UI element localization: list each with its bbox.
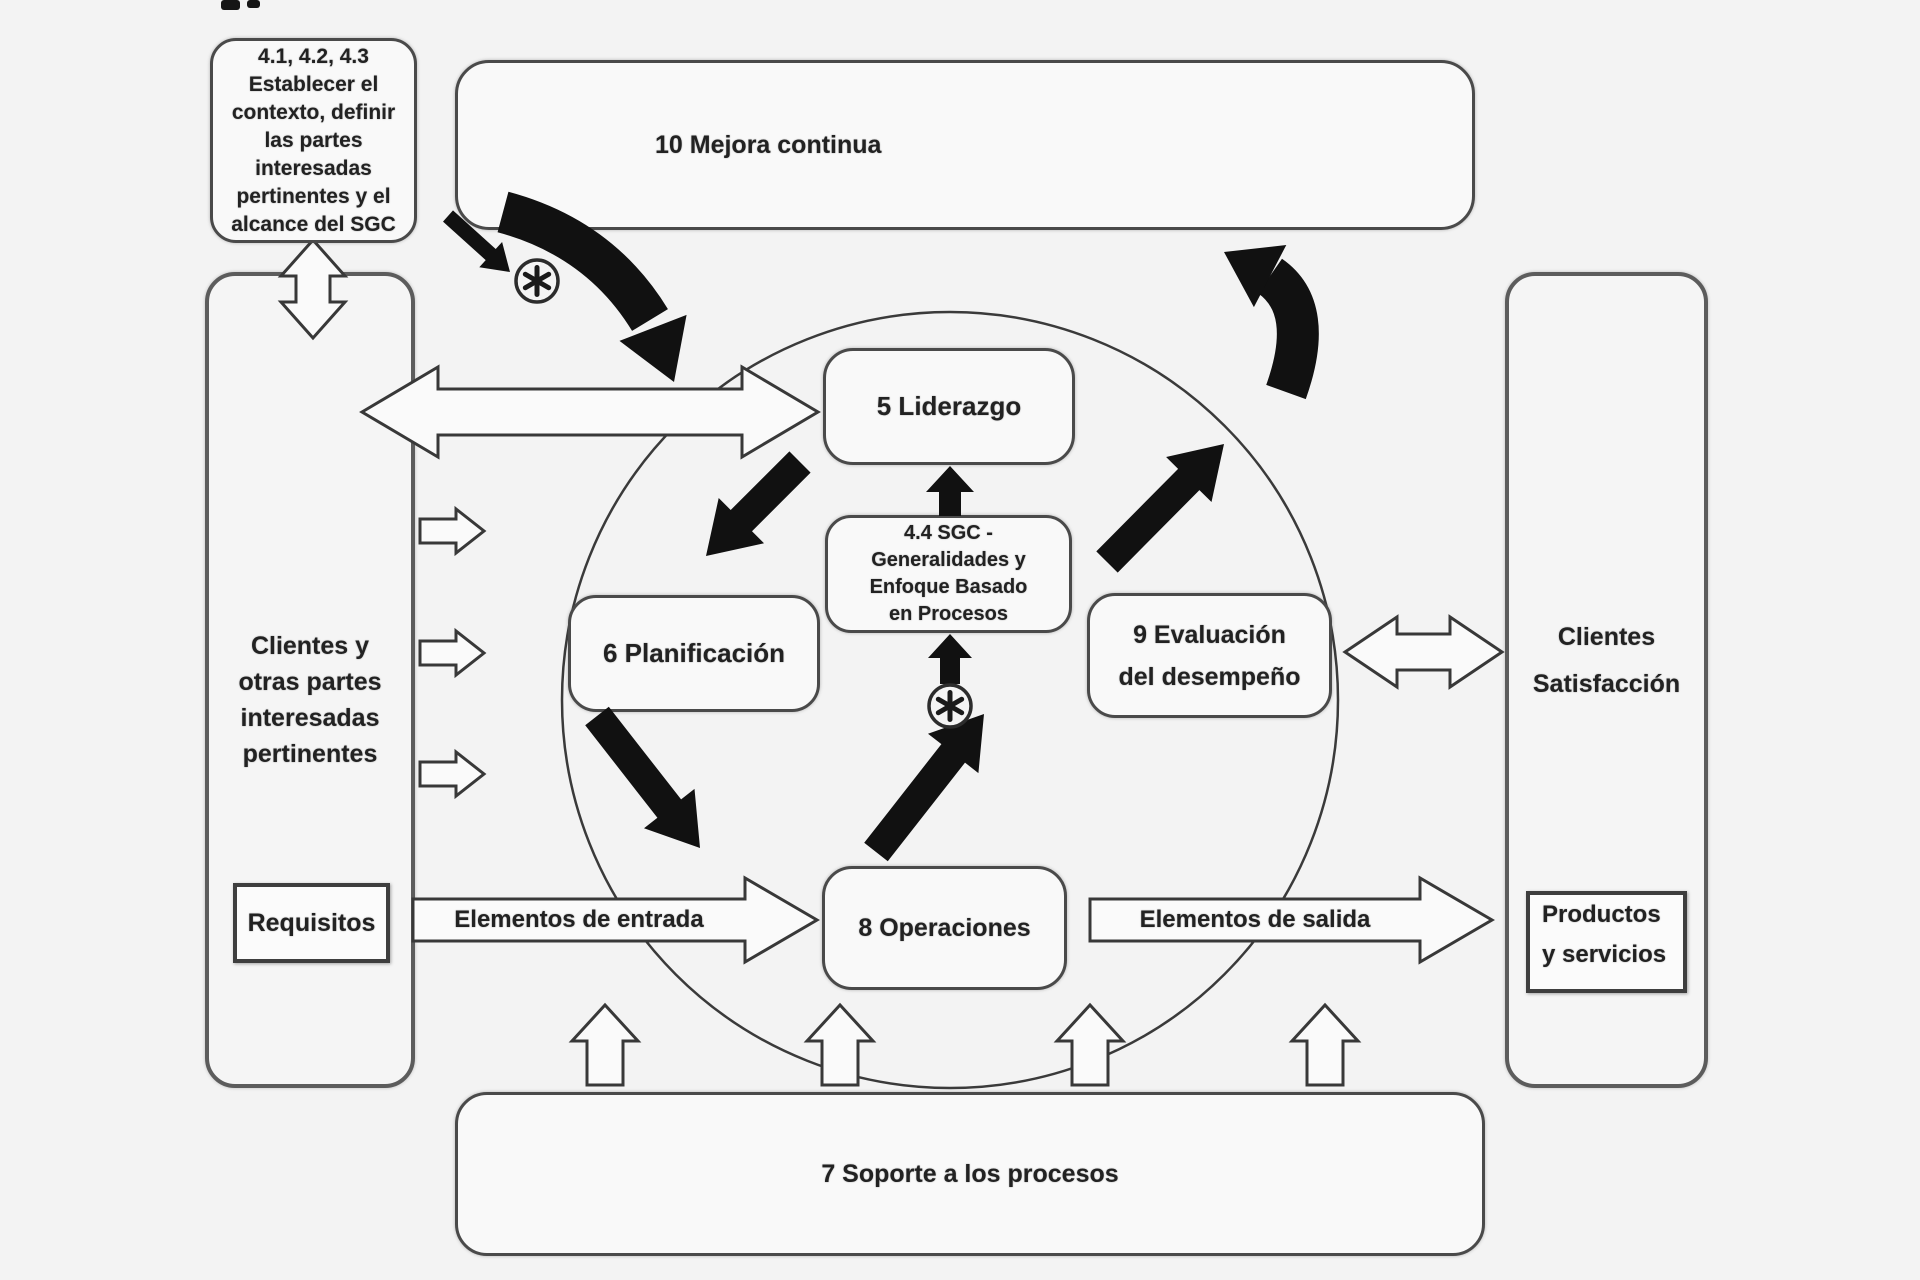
planning-label: 6 Planificación — [602, 638, 786, 668]
leadership-box: 5 Liderazgo — [823, 348, 1075, 465]
evaluation-to-satisfaction-double-arrow — [1342, 614, 1505, 690]
leadership-label: 5 Liderazgo — [876, 391, 1022, 421]
clients-to-leadership-double-arrow — [359, 364, 821, 460]
support-up-arrow-1 — [568, 1002, 642, 1087]
context-scope-box: 4.1, 4.2, 4.3 Establecer el contexto, de… — [210, 38, 417, 243]
right-column-label: Clientes Satisfacción — [1532, 623, 1681, 698]
circled-asterisk-marker-1 — [514, 258, 560, 304]
clients-input-arrow-2 — [418, 627, 487, 679]
clients-input-arrow-3 — [418, 748, 487, 800]
continual-improvement-box: 10 Mejora continua — [455, 60, 1475, 230]
operations-box: 8 Operaciones — [822, 866, 1067, 990]
support-up-arrow-2 — [803, 1002, 877, 1087]
cropped-text-artifact — [247, 0, 260, 8]
operations-label: 8 Operaciones — [858, 913, 1031, 942]
circled-asterisk-marker-2 — [927, 683, 973, 729]
support-processes-box: 7 Soporte a los procesos — [455, 1092, 1485, 1256]
continual-improvement-label: 10 Mejora continua — [655, 130, 882, 159]
input-elements-label: Elementos de entrada — [454, 906, 704, 933]
arrow-marker-to-qms — [928, 634, 972, 684]
products-services-box: Productos y servicios — [1526, 891, 1687, 993]
arrow-leadership-to-planning — [706, 451, 811, 556]
arrow-evaluation-to-improvement — [1096, 444, 1224, 573]
support-up-arrow-3 — [1053, 1002, 1127, 1087]
support-processes-label: 7 Soporte a los procesos — [821, 1159, 1119, 1188]
qms-process-approach-box: 4.4 SGC - Generalidades y Enfoque Basado… — [825, 515, 1072, 633]
clients-input-arrow-1 — [418, 505, 487, 557]
requirements-label: Requisitos — [247, 908, 376, 937]
requirements-box: Requisitos — [233, 883, 390, 963]
left-column-label: Clientes y otras partes interesadas pert… — [238, 632, 382, 768]
curved-arrow-cycle-to-improvement — [1256, 258, 1319, 400]
left-stakeholders-column: Clientes y otras partes interesadas pert… — [205, 272, 415, 1088]
curved-arrow-improvement-to-cycle-head — [619, 314, 687, 382]
arrow-planning-to-operations — [585, 706, 700, 848]
support-up-arrow-4 — [1288, 1002, 1362, 1087]
curved-arrow-cycle-to-improvement-head — [1224, 245, 1287, 308]
arrow-operations-to-evaluation — [864, 714, 984, 862]
performance-evaluation-box: 9 Evaluación del desempeño — [1087, 593, 1332, 718]
planning-box: 6 Planificación — [568, 595, 820, 712]
cropped-text-artifact — [221, 0, 240, 10]
arrow-qms-to-leadership — [926, 466, 974, 516]
output-elements-label: Elementos de salida — [1139, 906, 1371, 933]
